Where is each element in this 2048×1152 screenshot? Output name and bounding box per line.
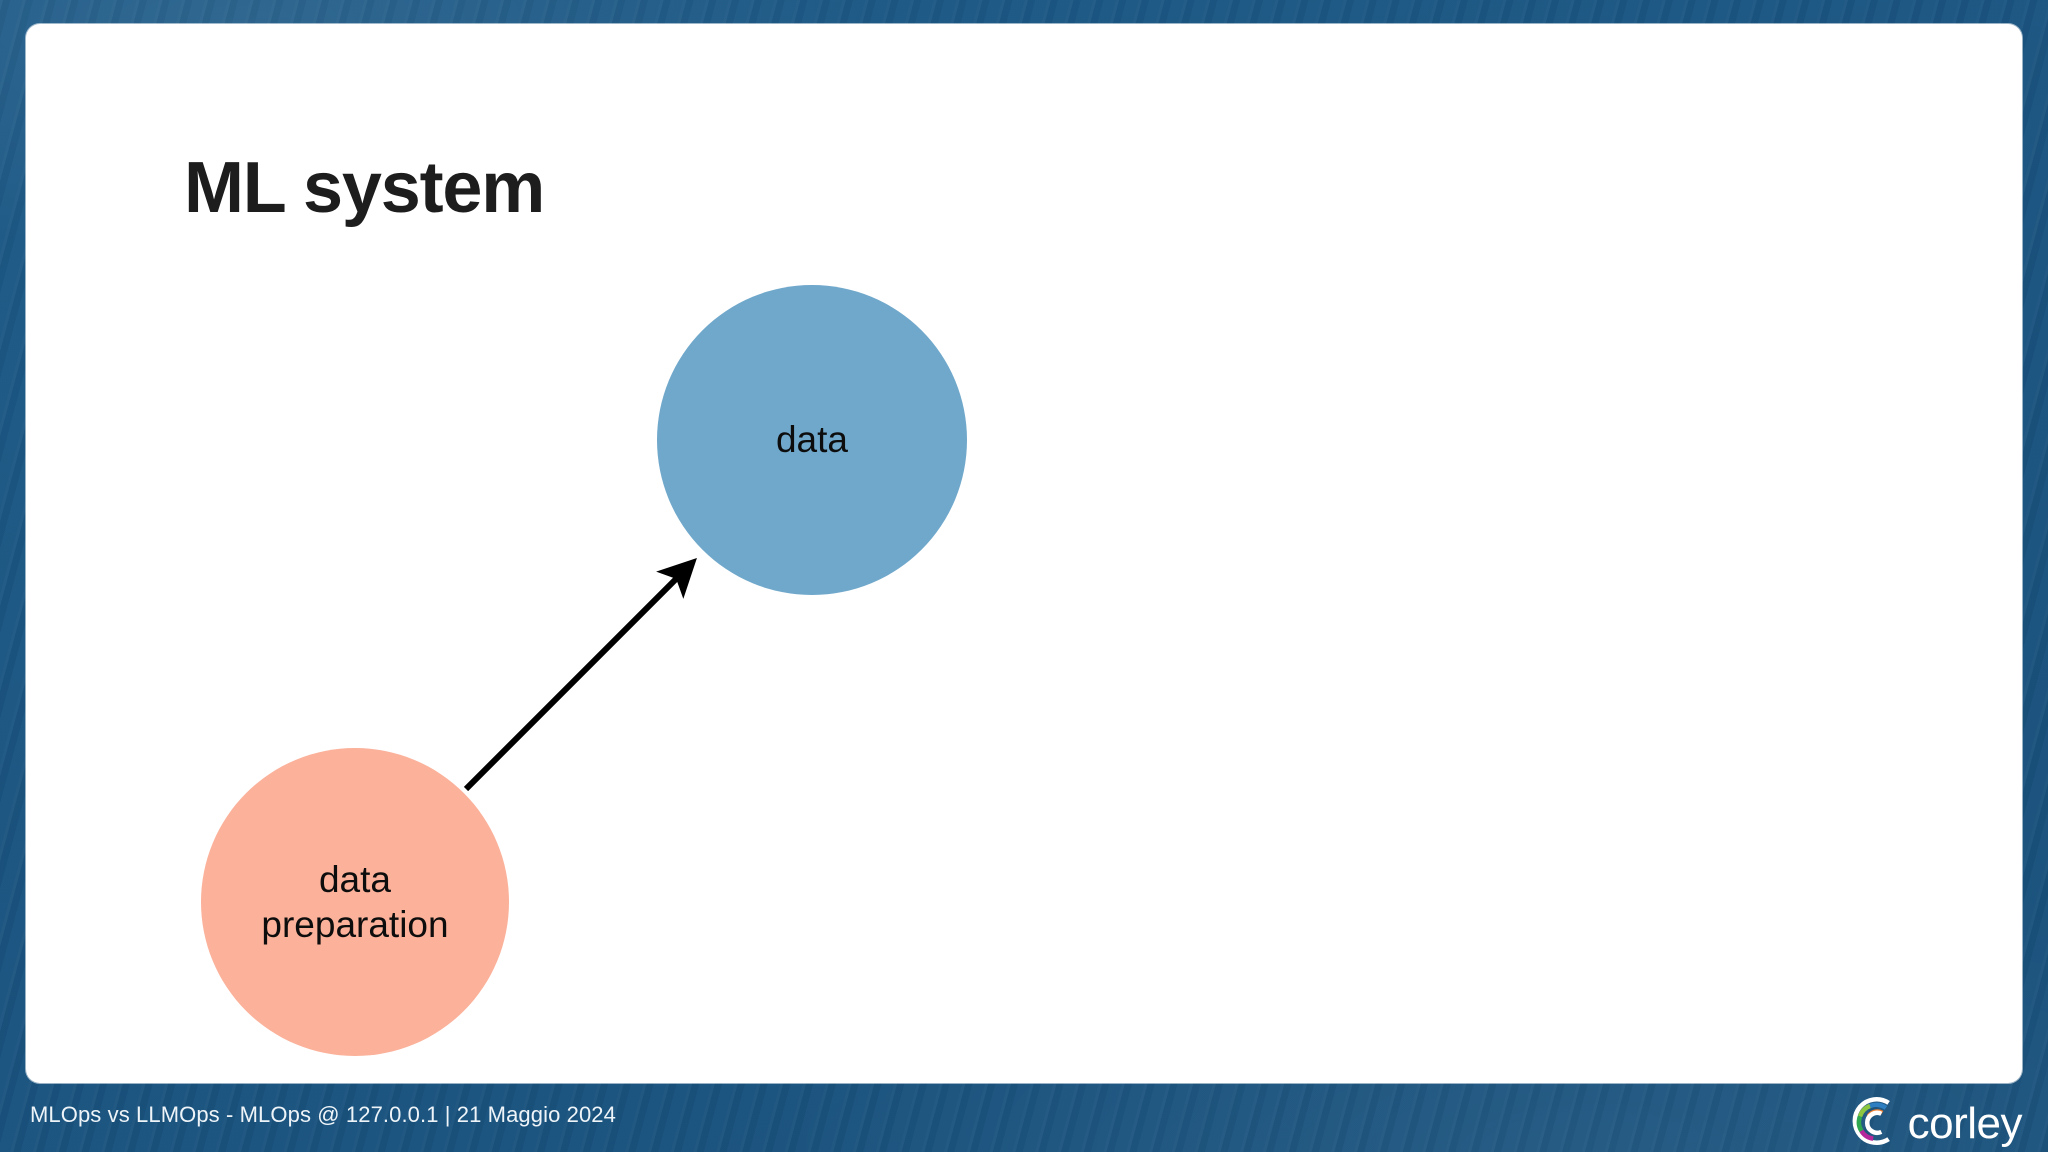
corley-c-logo-icon — [1846, 1092, 1904, 1152]
edge-data-preparation-to-data — [463, 558, 697, 792]
diagram-node-data[interactable]: data — [657, 285, 967, 595]
brand-logo: corley — [1846, 1092, 2023, 1152]
diagram-canvas — [463, 558, 697, 792]
page-title: ML system — [184, 148, 545, 228]
diagram-node-data-preparation[interactable]: data preparation — [201, 748, 509, 1056]
slide-card: ML system data data preparation — [26, 24, 2022, 1083]
diagram-node-data-label: data — [775, 419, 848, 461]
brand-wordmark: corley — [1907, 1098, 2023, 1148]
slide-footer-text: MLOps vs LLMOps - MLOps @ 127.0.0.1 | 21… — [30, 1102, 616, 1127]
diagram-node-data-preparation-label: data preparation — [261, 858, 449, 945]
